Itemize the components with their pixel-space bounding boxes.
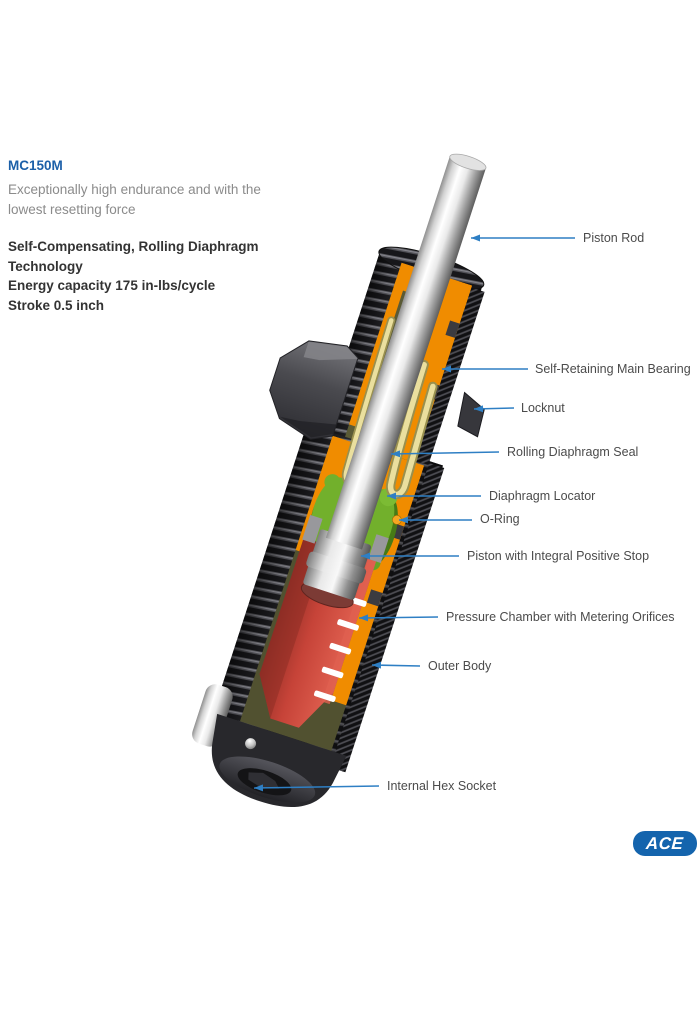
callout-label-piston-rod: Piston Rod: [583, 231, 645, 245]
product-specs: Self-Compensating, Rolling Diaphragm Tec…: [8, 237, 338, 315]
callout-label-main-bearing: Self-Retaining Main Bearing: [535, 362, 691, 376]
callout-arrow: [390, 450, 500, 458]
ace-logo: ACE: [633, 831, 697, 856]
product-info: MC150M Exceptionally high endurance and …: [8, 158, 338, 315]
cut-face-notch: [445, 320, 460, 338]
locknut: [269, 340, 485, 440]
ball-bearing: [245, 738, 257, 750]
product-description: Exceptionally high endurance and with th…: [8, 180, 338, 220]
piston: [300, 529, 371, 609]
metering-orifices: [313, 595, 367, 702]
cut-face-notch: [366, 589, 383, 607]
spec-line: Stroke 0.5 inch: [8, 297, 105, 313]
callout-label-pressure-chamber: Pressure Chamber with Metering Orifices: [446, 610, 675, 624]
product-model: MC150M: [8, 158, 63, 173]
description-line: Exceptionally high endurance and with th…: [8, 182, 261, 197]
cut-metal-edge: [192, 684, 233, 747]
spec-line: Technology: [8, 258, 83, 274]
description-line: lowest resetting force: [8, 202, 136, 217]
hex-socket-end-cap: [211, 713, 347, 807]
callout-arrow: [253, 784, 380, 792]
spec-line: Energy capacity 175 in-lbs/cycle: [8, 278, 216, 293]
callout-label-diaphragm-locator: Diaphragm Locator: [489, 489, 596, 503]
callout-arrow: [358, 614, 439, 622]
callout-label-outer-body: Outer Body: [428, 659, 492, 673]
spec-line: Self-Compensating, Rolling Diaphragm: [8, 239, 259, 254]
callout-label-locknut: Locknut: [521, 401, 565, 415]
callout-arrows: [253, 234, 575, 792]
piston-rod: [325, 153, 487, 550]
callout-label-piston: Piston with Integral Positive Stop: [467, 549, 650, 563]
positive-stop: [302, 514, 323, 544]
callout-label-rolling-diaphragm-seal: Rolling Diaphragm Seal: [507, 445, 639, 459]
callout-arrow: [371, 661, 421, 669]
ace-logo-text: ACE: [645, 834, 685, 853]
shock-absorber-body: [192, 153, 487, 807]
callout-label-o-ring: O-Ring: [480, 512, 520, 526]
callout-arrow: [473, 405, 515, 413]
callout-label-internal-hex-socket: Internal Hex Socket: [387, 779, 497, 793]
